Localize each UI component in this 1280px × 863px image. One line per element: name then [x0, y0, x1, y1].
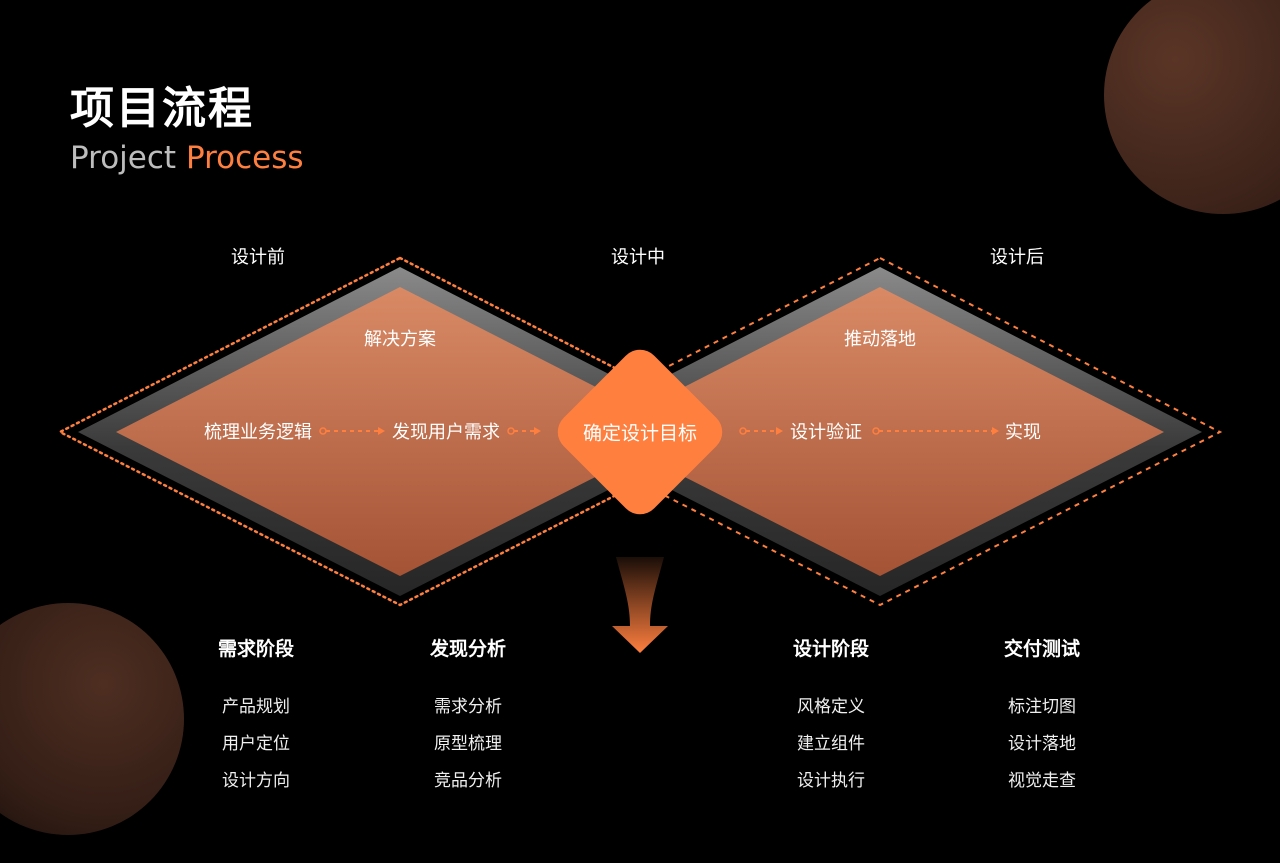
list-item: 竞品分析: [434, 771, 502, 791]
column-heading: 需求阶段: [217, 638, 294, 660]
list-item: 需求分析: [434, 697, 502, 717]
column-heading: 发现分析: [429, 638, 506, 660]
right-diamond-title: 推动落地: [844, 329, 916, 350]
column-requirements: 需求阶段 产品规划 用户定位 设计方向: [176, 634, 336, 800]
phase-label-during: 设计中: [611, 247, 665, 268]
left-diamond-fill: [116, 287, 684, 576]
list-item: 风格定义: [797, 697, 865, 717]
list-item: 用户定位: [222, 734, 290, 754]
connector-1: [319, 427, 385, 435]
column-heading: 交付测试: [1003, 638, 1080, 660]
list-item: 视觉走查: [1008, 771, 1076, 791]
subtitle-word-2: Process: [185, 140, 304, 176]
step-implementation: 实现: [1005, 422, 1041, 443]
list-item: 标注切图: [1008, 697, 1076, 717]
connector-4: [872, 427, 999, 435]
list-item: 设计落地: [1008, 734, 1076, 754]
page-subtitle: Project Process: [70, 140, 304, 176]
phase-label-after: 设计后: [990, 247, 1044, 268]
column-discovery: 发现分析 需求分析 原型梳理 竞品分析: [388, 634, 548, 800]
step-sort-business-logic: 梳理业务逻辑: [204, 422, 312, 443]
list-item: 原型梳理: [434, 734, 502, 754]
list-item: 设计执行: [797, 771, 865, 791]
column-heading: 设计阶段: [792, 638, 869, 660]
decorative-orb-bottom-left: [0, 603, 184, 835]
phase-label-before: 设计前: [231, 247, 285, 268]
subtitle-word-1: Project: [70, 140, 177, 176]
list-item: 建立组件: [797, 734, 865, 754]
down-arrow-icon: [612, 557, 668, 653]
list-item: 设计方向: [222, 771, 290, 791]
list-item: 产品规划: [222, 697, 290, 717]
column-delivery: 交付测试 标注切图 设计落地 视觉走查: [962, 634, 1122, 800]
connector-3: [739, 427, 783, 435]
center-diamond: [557, 349, 723, 515]
center-goal-label: 确定设计目标: [582, 422, 698, 445]
left-diamond-title: 解决方案: [364, 329, 436, 350]
page-title: 项目流程: [70, 83, 254, 134]
step-discover-user-needs: 发现用户需求: [392, 422, 500, 443]
step-design-validation: 设计验证: [790, 422, 862, 443]
column-design: 设计阶段 风格定义 建立组件 设计执行: [751, 634, 911, 800]
connector-2: [507, 427, 541, 435]
